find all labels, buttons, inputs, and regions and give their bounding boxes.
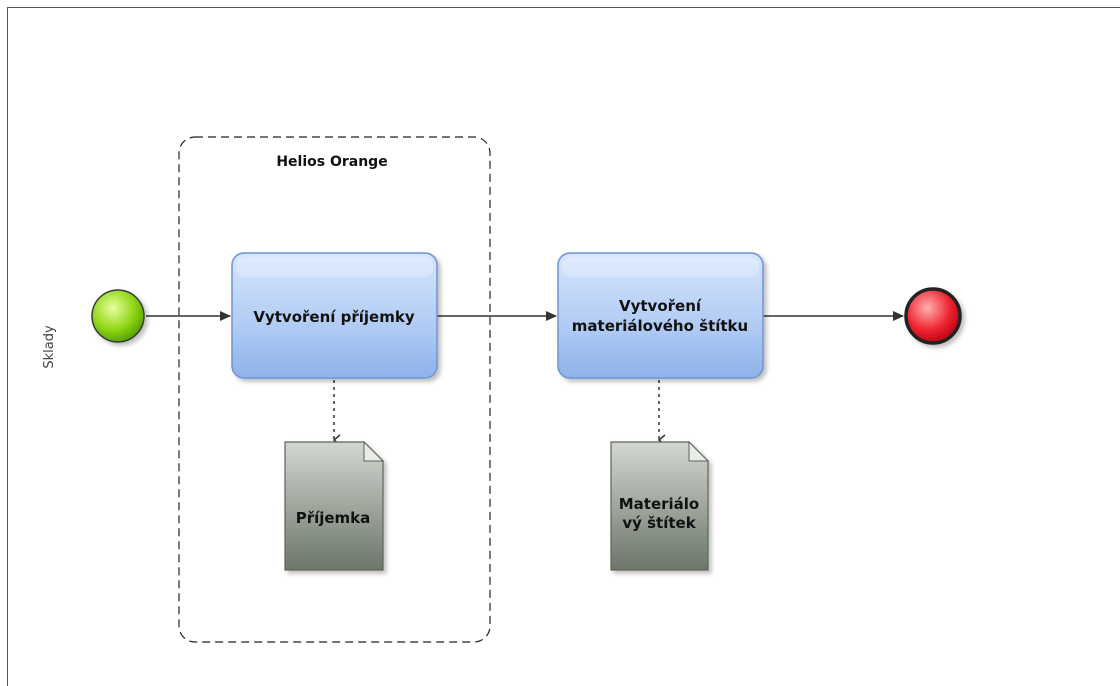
task-highlight [562,257,759,277]
task-box [557,252,764,379]
group-helios-orange[interactable] [178,136,491,643]
task-label: Vytvoření příjemky [253,308,414,326]
document-fold [363,440,385,462]
group-label: Helios Orange [276,154,387,170]
lane-label: Sklady [42,325,57,369]
pool-border [7,7,1120,686]
data-object-materialovy-stitek[interactable]: Materiálo vý štítek [610,440,710,571]
data-object-prijemka[interactable]: Příjemka [284,440,385,571]
document-label: Příjemka [296,509,371,527]
document-fold [688,440,710,462]
task-highlight [236,257,433,277]
end-event[interactable] [904,287,962,345]
document-icon [284,441,384,571]
document-icon [610,441,709,571]
start-event[interactable] [91,289,145,343]
task-box [231,252,438,379]
document-label-line-2: vý štítek [622,514,696,532]
task-vytvoreni-prijemky[interactable]: Vytvoření příjemky [231,252,438,379]
document-label-line-1: Materiálo [619,495,700,513]
task-label-line-2: materiálového štítku [572,317,748,335]
task-vytvoreni-materialoveho-stitku[interactable]: Vytvoření materiálového štítku [557,252,764,379]
task-label-line-1: Vytvoření [619,297,702,315]
